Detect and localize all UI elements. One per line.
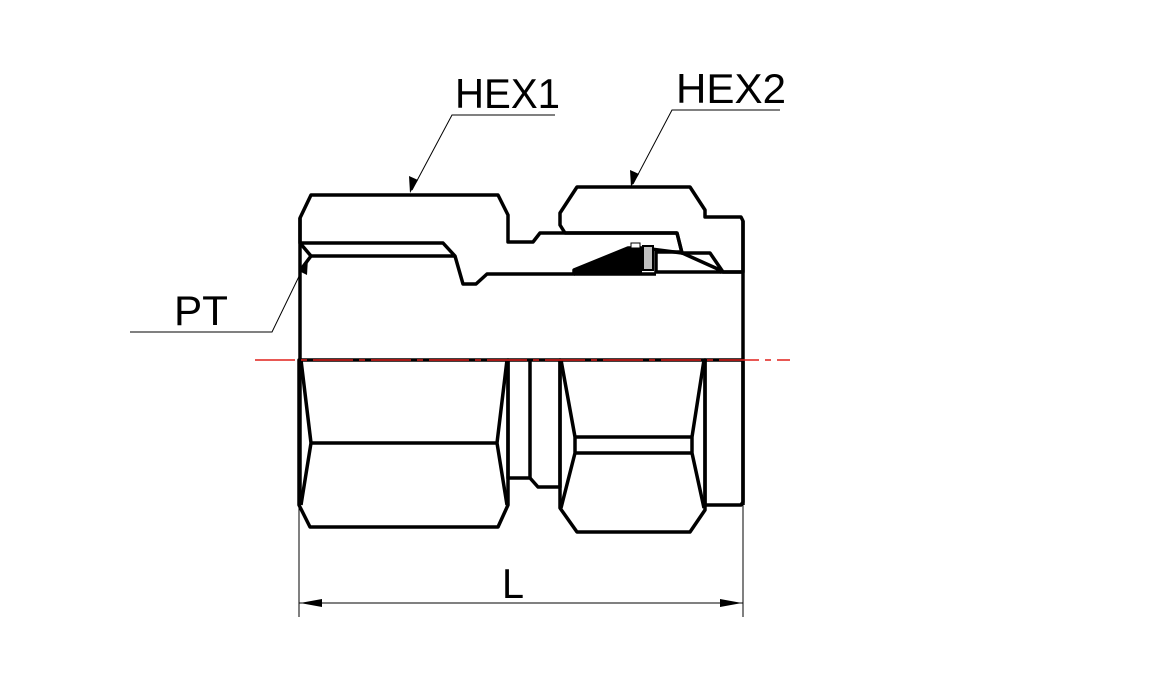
hex2-lower-facets bbox=[559, 359, 706, 509]
ferrule bbox=[573, 246, 642, 273]
bore-outline bbox=[298, 218, 745, 505]
hex2-arrow-icon bbox=[630, 170, 639, 187]
pt-arrow-icon bbox=[299, 258, 308, 275]
external-view-lower-half bbox=[297, 358, 745, 534]
section-upper-half bbox=[298, 185, 745, 505]
pt-label: PT bbox=[174, 287, 228, 334]
seal-gap bbox=[630, 242, 641, 249]
seal-ring bbox=[642, 245, 654, 271]
neck-lower bbox=[506, 358, 562, 489]
hex1-leader bbox=[411, 114, 555, 191]
length-label: L bbox=[502, 560, 524, 607]
thread-relief bbox=[298, 241, 455, 258]
hex1-arrow-icon bbox=[409, 176, 418, 193]
hex1-label: HEX1 bbox=[455, 70, 560, 117]
arrow-left-icon bbox=[300, 599, 322, 607]
hex1-lower-facets bbox=[299, 359, 509, 506]
pt-callout: PT bbox=[130, 258, 308, 334]
hex2-label: HEX2 bbox=[676, 65, 786, 112]
pt-leader bbox=[130, 261, 307, 333]
hex2-leader bbox=[632, 109, 780, 185]
extension-lines bbox=[298, 505, 744, 617]
arrow-right-icon bbox=[720, 599, 742, 607]
hex1-callout: HEX1 bbox=[409, 70, 560, 193]
hex2-callout: HEX2 bbox=[630, 65, 786, 187]
hex2-lower bbox=[558, 358, 707, 534]
tail-lower bbox=[703, 358, 745, 507]
length-dimension: L bbox=[298, 505, 744, 617]
